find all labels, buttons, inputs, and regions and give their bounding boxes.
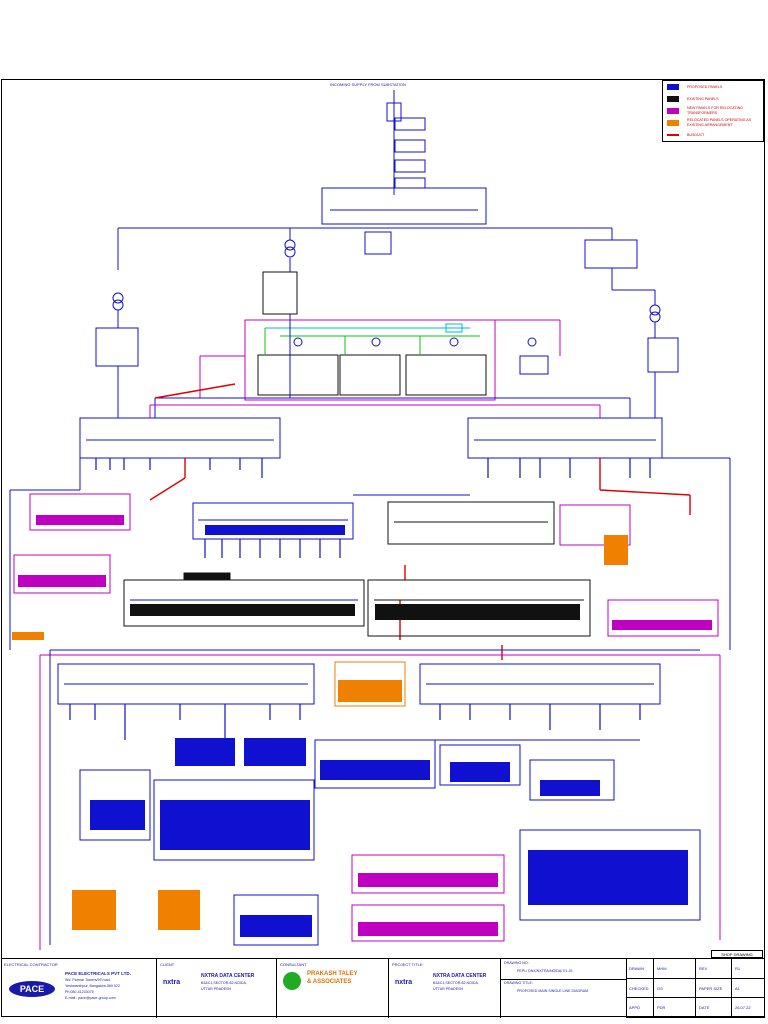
legend: PROPOSED PANELS EXISTING PANELS NEW PANE…	[662, 80, 764, 142]
contractor-cell: ELECTRICAL CONTRACTOR PACE PACE ELECTRIC…	[1, 959, 157, 1018]
consultant-cell: CONSULTANT PRAKASH TALEY & ASSOCIATES	[277, 959, 389, 1018]
nxtra-logo: nxtra	[163, 979, 181, 986]
legend-swatch-relocated	[667, 120, 679, 126]
legend-swatch-proposed	[667, 84, 679, 90]
sync-panels	[199, 319, 561, 401]
relocated-feeder-blocks	[12, 535, 628, 930]
pace-logo: PACE	[7, 979, 57, 999]
approval-grid: DRAWN MHM REV R1 CHECKED GS PAPER SIZE A…	[626, 959, 765, 1018]
main-lt-panels	[9, 314, 731, 650]
legend-swatch-existing	[667, 96, 679, 102]
legend-item-relocated: RELOCATED PANELS OPERATING AS EXISTING A…	[665, 117, 763, 129]
feeder-blocks	[90, 525, 688, 937]
legend-item-proposed: PROPOSED PANELS	[665, 81, 763, 93]
consultant-logo	[283, 972, 301, 990]
new-feeder-blocks	[18, 515, 712, 936]
shop-drawing-stamp: SHOP DRAWING	[711, 950, 763, 958]
title-block: ELECTRICAL CONTRACTOR PACE PACE ELECTRIC…	[1, 958, 765, 1018]
legend-swatch-busduct	[667, 134, 679, 136]
legend-item-busduct: BUSDUCT	[665, 129, 763, 141]
legend-swatch-new	[667, 108, 679, 114]
client-cell: CLIENT nxtra NXTRA DATA CENTER B3&C1,SEC…	[157, 959, 277, 1018]
fourth-tier-panels	[39, 649, 721, 950]
project-cell: PROJECT TITLE: nxtra NXTRA DATA CENTER B…	[389, 959, 501, 1018]
incoming-supply-label: INCOMING SUPPLY FROM SUBSTATION	[330, 82, 406, 87]
main-ht-panel	[117, 187, 656, 305]
svg-text:PACE: PACE	[20, 984, 44, 994]
transformers	[95, 239, 679, 373]
third-tier-panels	[123, 572, 591, 637]
outgoing-feeders	[69, 458, 651, 740]
incoming-feeder	[386, 90, 426, 195]
drawing-sheet	[1, 79, 765, 1017]
second-tier-panels	[13, 493, 719, 637]
nxtra-project-logo: nxtra	[395, 979, 413, 986]
drawing-info-cell: DRAWING NO: PEPL/ DNX/NXTRA/NOIDA/ EL-01…	[501, 959, 627, 1018]
legend-item-new: NEW PANELS FOR RELOCATING TRANSFORMERS	[665, 105, 763, 117]
legend-item-existing: EXISTING PANELS	[665, 93, 763, 105]
